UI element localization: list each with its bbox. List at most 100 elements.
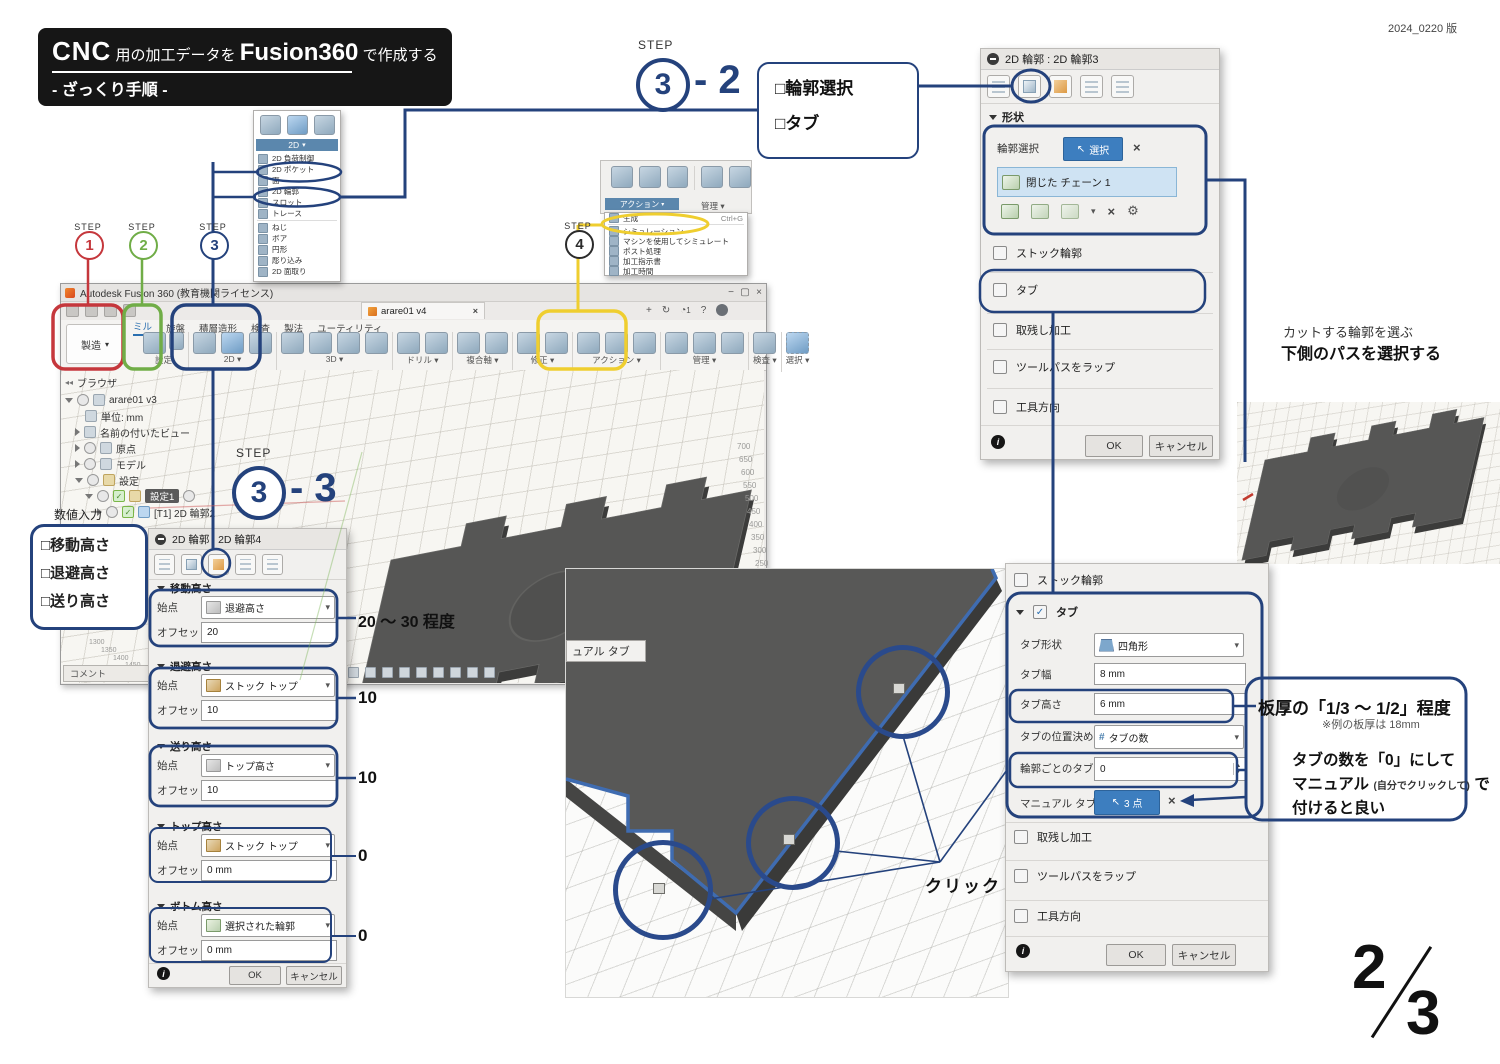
geometry-tab-icon[interactable]	[1018, 75, 1041, 98]
group-3d-label[interactable]: 3D ▾	[325, 354, 344, 364]
manage-icon-1[interactable]	[701, 166, 724, 188]
visibility-icon[interactable]	[84, 442, 96, 454]
check-rest-machining[interactable]: 取残し加工	[1014, 829, 1092, 845]
2d-adaptive-icon[interactable]	[193, 332, 216, 354]
group-select-label[interactable]: 選択 ▾	[785, 355, 810, 365]
undo-icon[interactable]	[104, 304, 117, 317]
postprocess-icon[interactable]	[605, 332, 628, 354]
group-actions-label[interactable]: アクション▾	[605, 198, 679, 210]
tree-item-setup1[interactable]: ✓ 設定1	[65, 488, 215, 504]
sec-feed-header[interactable]: 送り高さ	[157, 739, 212, 754]
collapse-icon[interactable]	[987, 53, 999, 65]
expander-icon[interactable]	[75, 477, 83, 483]
multiaxis-icon-1[interactable]	[457, 332, 480, 354]
document-tab[interactable]: arare01 v4 ×	[361, 302, 485, 319]
sec0-from-select[interactable]: 退避高さ▾	[201, 596, 335, 619]
tab-height-input[interactable]: 6 mm	[1094, 693, 1246, 715]
minimize-icon[interactable]: −	[728, 287, 734, 298]
manual-tab-button[interactable]: ↖3 点	[1094, 790, 1160, 815]
save-icon[interactable]	[85, 304, 98, 317]
2d-contour-icon[interactable]	[249, 332, 272, 354]
passes-tab-icon[interactable]	[1080, 75, 1103, 98]
menu-item-2d-contour[interactable]: 2D 輪郭	[254, 186, 340, 197]
tree-item-operation[interactable]: ✓ [T1] 2D 輪郭2	[65, 504, 215, 520]
tabs-per-contour-input[interactable]: 0 ▴▾	[1094, 757, 1246, 781]
multiaxis-icon-2[interactable]	[485, 332, 508, 354]
expander-icon[interactable]	[75, 428, 80, 436]
dialog4-titlebar[interactable]: 2D 輪郭 : 2D 輪郭4	[149, 529, 346, 550]
sec0-offset-input[interactable]: 20	[201, 622, 337, 643]
2d-adaptive-icon[interactable]	[259, 115, 281, 135]
menu-item-face[interactable]: 面	[254, 175, 340, 186]
menu-item-simulate-machine[interactable]: マシンを使用してシミュレート	[605, 236, 747, 246]
expander-icon[interactable]	[85, 493, 93, 499]
3d-icon-4[interactable]	[365, 332, 388, 354]
workspace-selector[interactable]: 製造 ▾	[66, 324, 124, 364]
tree-item-named-views[interactable]: 名前の付いたビュー	[65, 424, 215, 440]
geometry-tab-icon[interactable]	[181, 554, 202, 575]
sec1-from-select[interactable]: ストック トップ▾	[201, 674, 335, 697]
check-tabs[interactable]: タブ	[993, 282, 1038, 298]
visibility-icon[interactable]	[106, 506, 118, 518]
gear-icon[interactable]: ⚙	[1127, 203, 1139, 218]
drill-icon-2[interactable]	[425, 332, 448, 354]
2d-pocket-icon[interactable]	[221, 332, 244, 354]
tree-item-model[interactable]: モデル	[65, 456, 215, 472]
tree-item-document[interactable]: arare01 v3	[65, 392, 215, 408]
menu-item-simulation[interactable]: シミュレーション	[605, 226, 747, 236]
menu-item-bore[interactable]: ボア	[254, 233, 340, 244]
menu-item-post-process[interactable]: ポスト処理	[605, 246, 747, 256]
sec-bottom-header[interactable]: ボトム高さ	[157, 899, 223, 914]
browser-header[interactable]: ◂◂ブラウザ	[65, 377, 118, 390]
manage-icon-2[interactable]	[693, 332, 716, 354]
ok-button[interactable]: OK	[1106, 944, 1166, 966]
partial-cube-icon[interactable]	[1061, 203, 1079, 219]
expander-icon[interactable]	[65, 397, 73, 403]
menu-item-slot[interactable]: スロット	[254, 197, 340, 208]
hollow-cube-icon[interactable]	[1031, 203, 1049, 219]
solid-cube-icon[interactable]	[1001, 203, 1019, 219]
visibility-icon[interactable]	[87, 474, 99, 486]
sec-retract-header[interactable]: 退避高さ	[157, 659, 212, 674]
sec-top-header[interactable]: トップ高さ	[157, 819, 223, 834]
menu-item-circular[interactable]: 円形	[254, 244, 340, 255]
menu-item-generate[interactable]: 生成 Ctrl+G	[605, 213, 747, 223]
tab-marker-2[interactable]	[783, 834, 795, 845]
postprocess-icon[interactable]	[638, 166, 661, 188]
tree-item-origin[interactable]: 原点	[65, 440, 215, 456]
select-button[interactable]: ↖選択	[1063, 137, 1123, 161]
expander-icon[interactable]	[75, 460, 80, 468]
3d-icon-1[interactable]	[281, 332, 304, 354]
ok-button[interactable]: OK	[1085, 435, 1143, 457]
expander-icon[interactable]	[75, 444, 80, 452]
close-icon[interactable]: ×	[756, 287, 762, 298]
passes-tab-icon[interactable]	[235, 554, 256, 575]
dialog3-titlebar[interactable]: 2D 輪郭 : 2D 輪郭3	[981, 49, 1219, 70]
measure-icon[interactable]	[753, 332, 776, 354]
redo-icon[interactable]	[123, 304, 136, 317]
tab-positioning-select[interactable]: #タブの数▾	[1094, 725, 1244, 749]
tab-shape-select[interactable]: 四角形▾	[1094, 633, 1244, 657]
sec3-from-select[interactable]: ストック トップ▾	[201, 834, 335, 857]
cancel-button[interactable]: キャンセル	[1172, 944, 1236, 966]
group-modify-label[interactable]: 修正 ▾	[530, 355, 555, 365]
gcode-icon[interactable]	[169, 332, 184, 350]
menu-item-2d-pocket[interactable]: 2D ポケット	[254, 164, 340, 175]
group-2d-label[interactable]: 2D ▾	[223, 354, 242, 364]
shape-section-header[interactable]: 形状	[989, 109, 1024, 125]
ok-button[interactable]: OK	[229, 966, 281, 985]
menu-item-setup-sheet[interactable]: 加工指示書	[605, 256, 747, 266]
visibility-icon[interactable]	[77, 394, 89, 406]
tab-utilities[interactable]: ユーティリティ	[317, 323, 383, 335]
tool-tab-icon[interactable]	[987, 75, 1010, 98]
menu-item-engrave[interactable]: 彫り込み	[254, 255, 340, 266]
group-manage-label[interactable]: 管理 ▾	[692, 355, 717, 365]
check-stock-contour[interactable]: ストック輪郭	[993, 245, 1082, 261]
drill-icon-1[interactable]	[397, 332, 420, 354]
help-icon[interactable]: ?	[700, 304, 707, 316]
check-tool-orientation[interactable]: 工具方向	[993, 399, 1060, 415]
menu-item-trace[interactable]: トレース	[254, 208, 340, 219]
menu-item-thread[interactable]: ねじ	[254, 222, 340, 233]
linking-tab-icon[interactable]	[262, 554, 283, 575]
avatar[interactable]	[716, 304, 729, 316]
